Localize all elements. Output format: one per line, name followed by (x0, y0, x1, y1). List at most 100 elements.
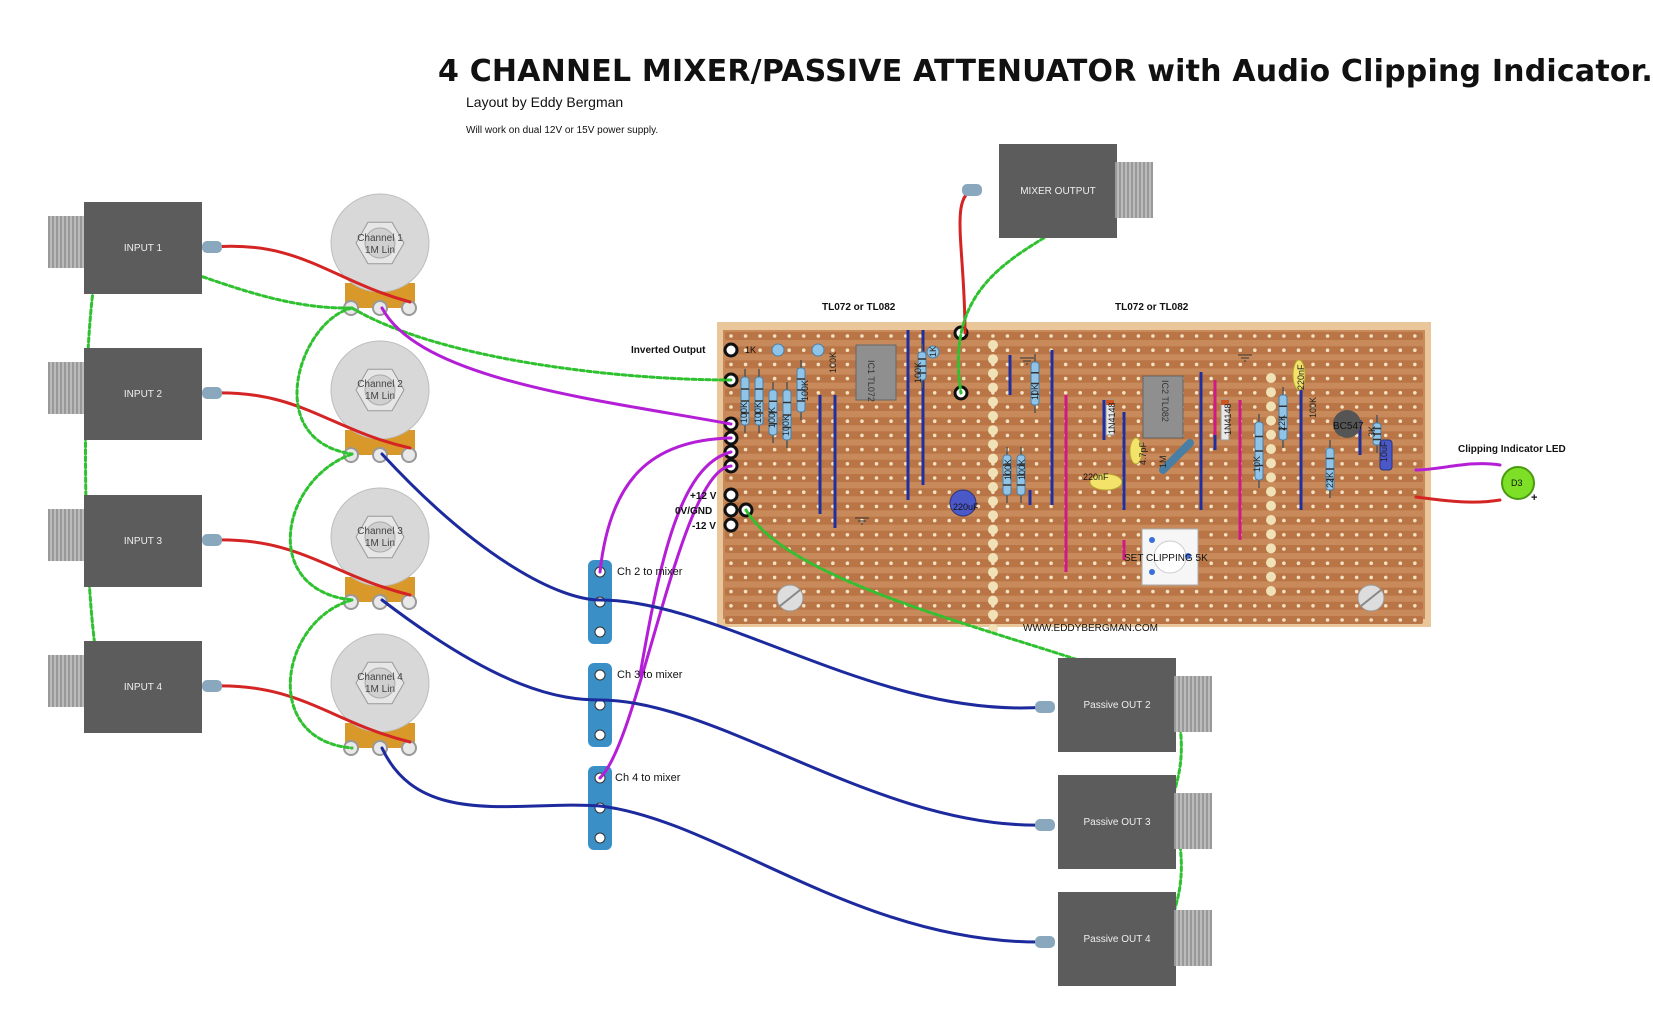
strip-hole (1325, 561, 1330, 565)
copper-strip (725, 601, 1423, 610)
strip-hole (845, 618, 850, 622)
trimmer-pin (1149, 537, 1155, 543)
strip-hole (1107, 447, 1112, 452)
strip-hole (1180, 504, 1184, 509)
strip-hole (801, 490, 806, 495)
strip-hole (1034, 490, 1039, 495)
wire-green-board (350, 306, 733, 382)
strip-hole (947, 589, 952, 594)
copper-strip (725, 388, 1423, 397)
strip-hole (1413, 334, 1417, 338)
strip-hole (1413, 362, 1417, 367)
strip-hole (962, 589, 966, 594)
strip-hole (1398, 447, 1403, 452)
strip-hole (801, 433, 806, 438)
strip-hole (1020, 618, 1024, 622)
strip-hole (889, 575, 893, 580)
strip-hole (1151, 604, 1155, 608)
strip-hole (1354, 518, 1359, 523)
strip-hole (1151, 618, 1155, 622)
input-4-label: INPUT 4 (123, 681, 163, 693)
strip-hole (1413, 447, 1417, 452)
strip-hole (889, 405, 893, 409)
ic1-body (855, 344, 897, 401)
strip-hole (1078, 504, 1082, 509)
copper-strip (725, 516, 1423, 525)
strip-hole (845, 476, 850, 480)
strip-hole (1005, 376, 1010, 381)
strip-hole (962, 419, 966, 424)
strip-hole (1253, 391, 1257, 395)
mixer-term-hole (594, 832, 606, 844)
strip-hole (1369, 547, 1373, 551)
strip-hole (1282, 561, 1286, 565)
strip-hole (874, 476, 879, 480)
strip-hole (1194, 391, 1199, 395)
strip-hole (1296, 462, 1301, 466)
strip-hole (1354, 575, 1359, 580)
strip-hole (1296, 504, 1301, 509)
strip-hole (976, 561, 981, 565)
input-3-label: INPUT 3 (123, 535, 163, 547)
diode-band (1106, 400, 1114, 405)
strip-hole (1092, 391, 1097, 395)
wiring-diagram: 4 CHANNEL MIXER/PASSIVE ATTENUATOR with … (48, 54, 1653, 986)
pot-1-shaft (364, 227, 396, 259)
strip-hole (976, 362, 981, 367)
strip-hole (1165, 476, 1170, 480)
strip-hole (1398, 504, 1403, 509)
pad (988, 553, 998, 563)
strip-hole (1092, 575, 1097, 580)
strip-hole (1151, 447, 1155, 452)
strip-hole (1092, 433, 1097, 438)
strip-hole (903, 547, 908, 551)
strip-hole (845, 462, 850, 466)
strip-hole (729, 575, 733, 580)
wires (84, 184, 1502, 948)
strip-hole (1209, 462, 1213, 466)
input-jack-tip (202, 680, 222, 692)
strip-hole (787, 334, 791, 338)
strip-hole (1122, 604, 1126, 608)
strip-hole (1078, 618, 1082, 622)
strip-hole (1383, 518, 1388, 523)
strip-hole (787, 476, 791, 480)
strip-hole (1383, 348, 1388, 353)
strip-hole (1209, 604, 1213, 608)
strip-hole (1325, 504, 1330, 509)
strip-hole (1092, 462, 1097, 466)
strip-hole (1383, 575, 1388, 580)
strip-hole (1383, 604, 1388, 608)
strip-hole (1020, 405, 1024, 409)
strip-hole (1354, 348, 1359, 353)
strip-hole (1136, 362, 1141, 367)
strip-hole (1354, 533, 1359, 537)
strip-hole (947, 433, 952, 438)
r100k-h-label: 100K (1308, 396, 1318, 418)
strip-hole (1282, 376, 1286, 381)
strip-hole (1282, 618, 1286, 622)
pad (988, 354, 998, 365)
strip-hole (1340, 547, 1344, 551)
wire-purple-ch2 (598, 436, 733, 574)
copper-strip (725, 332, 1423, 340)
strip-hole (976, 490, 981, 495)
strip-hole (903, 504, 908, 509)
strip-hole (1325, 419, 1330, 424)
strip-hole (1078, 376, 1082, 381)
strip-hole (816, 604, 821, 608)
copper-strip (725, 431, 1423, 440)
strip-hole (1238, 362, 1243, 367)
strip-hole (1311, 561, 1315, 565)
strip-hole (758, 504, 762, 509)
wire-green-pot4 (288, 598, 354, 750)
strip-hole (1383, 391, 1388, 395)
pad (988, 382, 998, 393)
strip-hole (1340, 490, 1344, 495)
strip-hole (903, 518, 908, 523)
strip-hole (889, 604, 893, 608)
strip-hole (1194, 490, 1199, 495)
strip-hole (1325, 575, 1330, 580)
strip-hole (947, 334, 952, 338)
strip-hole (976, 575, 981, 580)
